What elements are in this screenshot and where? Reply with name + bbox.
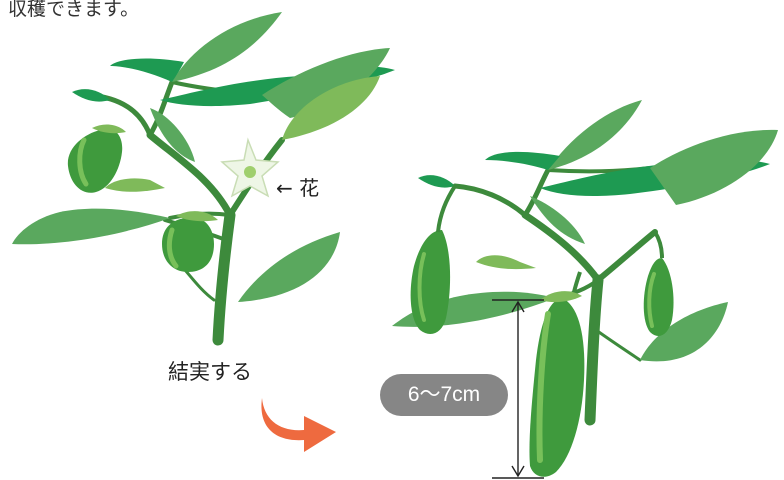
leaf [548,100,642,170]
right-plant-leaves [392,100,778,361]
left-plant-fruits [68,125,218,272]
leaf [72,89,110,101]
right-plant [392,100,778,477]
leaf [172,12,282,82]
progress-arrow-icon [261,398,336,452]
leaf [105,178,165,191]
leaf [110,59,184,82]
leaf [12,209,170,245]
fruit-set-label: 結実する [168,356,252,386]
leaf [418,175,455,187]
heading-text: 収穫できます。 [8,0,139,21]
left-plant [12,12,395,340]
size-badge: 6〜7cm [380,374,508,416]
leaf [485,152,560,170]
hanging-pepper [644,232,674,336]
leaf [238,232,340,302]
flower-label: ← 花 [276,172,319,201]
leaf [476,255,536,269]
